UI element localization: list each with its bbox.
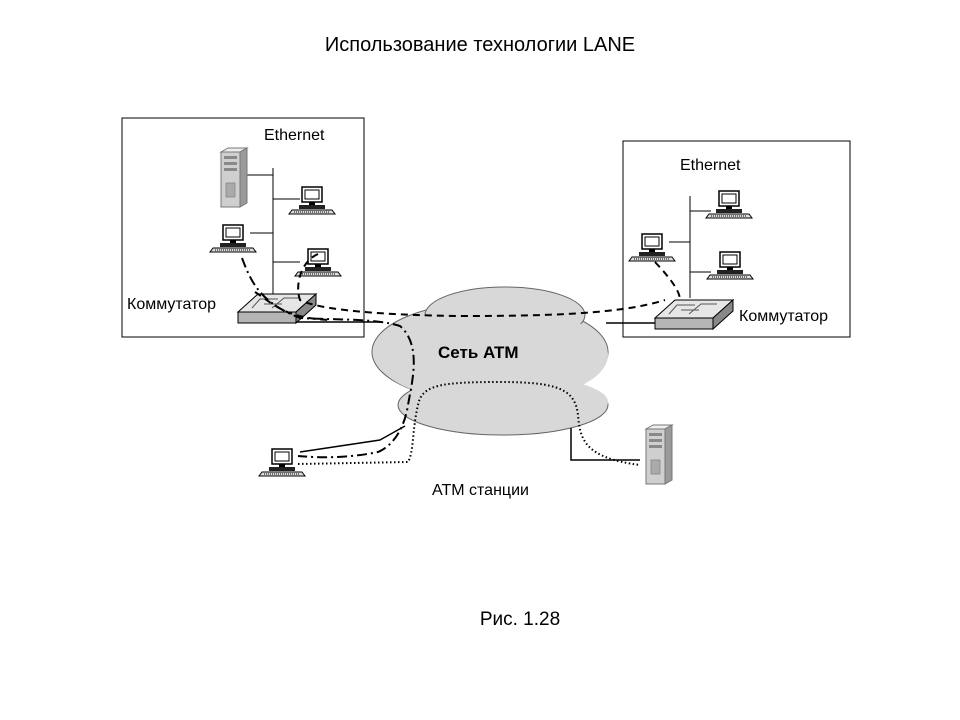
- figure-caption: Рис. 1.28: [479, 609, 561, 630]
- right-ethernet-segment: Ethernet Коммутатор: [622, 140, 851, 338]
- left-server-icon: [220, 147, 248, 208]
- atm-station-1-link: [299, 425, 406, 453]
- right-ethernet-label: Ethernet: [680, 157, 741, 174]
- atm-station-workstation-icon: [258, 448, 306, 477]
- atm-station-server-icon: [645, 424, 673, 485]
- atm-cloud: Сеть ATM: [371, 286, 609, 436]
- diagram-title: Использование технологии LANE: [324, 34, 636, 56]
- atm-stations-label: ATM станции: [432, 482, 529, 499]
- right-switch-label: Коммутатор: [739, 308, 828, 325]
- left-ethernet-label: Ethernet: [264, 127, 325, 144]
- left-switch-label: Коммутатор: [127, 296, 216, 313]
- atm-station-2-link: [570, 428, 640, 461]
- virtual-connection-dashed-right: [654, 261, 681, 301]
- virtual-connection-dashed-upper: [297, 253, 666, 318]
- virtual-connection-dashed-left: [254, 291, 331, 321]
- atm-cloud-label: Сеть ATM: [438, 343, 519, 362]
- left-ethernet-segment: Ethernet Коммутатор: [121, 117, 365, 338]
